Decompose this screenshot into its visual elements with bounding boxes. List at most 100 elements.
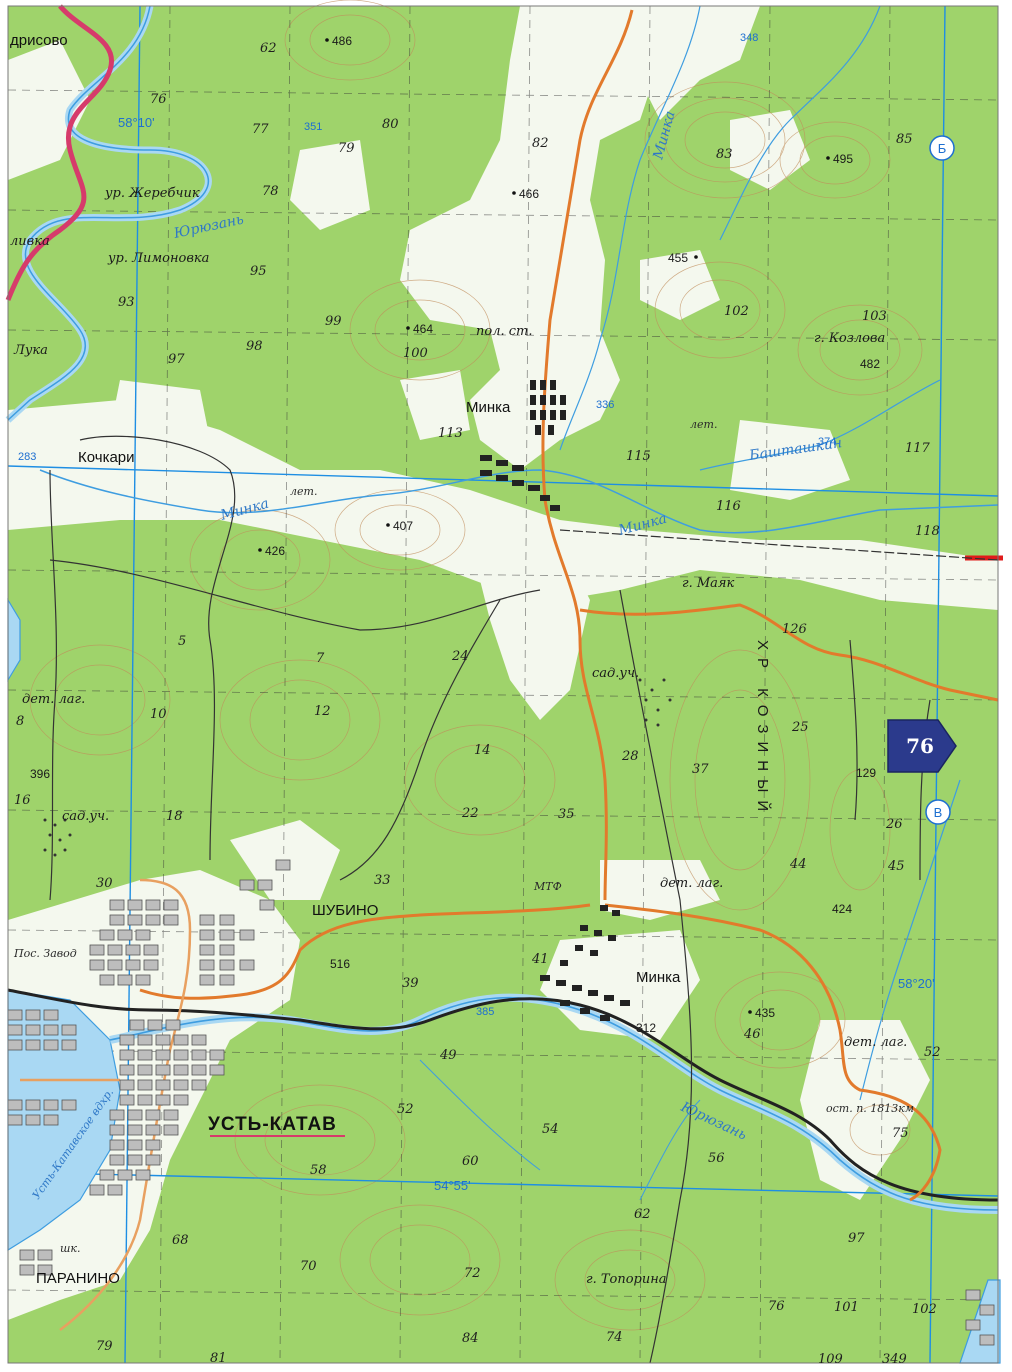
route-marker-b[interactable]: Б	[929, 135, 955, 161]
svg-text:97: 97	[168, 352, 185, 367]
svg-text:10: 10	[150, 707, 167, 722]
svg-text:14: 14	[474, 743, 491, 758]
svg-text:8: 8	[16, 714, 24, 729]
label-ust-katav: УСТЬ-КАТАВ	[208, 1114, 337, 1135]
svg-text:76: 76	[150, 92, 167, 107]
svg-text:54: 54	[542, 1122, 559, 1137]
svg-text:75: 75	[892, 1126, 909, 1141]
svg-text:68: 68	[172, 1233, 189, 1248]
svg-text:76: 76	[906, 734, 934, 758]
label-det-lag-3: дет. лаг.	[844, 1035, 907, 1050]
label-minka-south: Минка	[636, 969, 681, 986]
label-sad-uch-1: сад.уч.	[592, 666, 639, 681]
svg-text:435: 435	[755, 1006, 775, 1020]
svg-text:351: 351	[304, 121, 322, 133]
svg-text:62: 62	[634, 1207, 651, 1222]
svg-text:103: 103	[862, 309, 887, 324]
svg-text:116: 116	[716, 499, 741, 514]
svg-text:102: 102	[912, 1302, 937, 1317]
svg-text:424: 424	[832, 902, 852, 916]
label-post-zavod: Пос. Завод	[13, 947, 77, 960]
svg-text:93: 93	[118, 295, 135, 310]
label-toporina: г. Топорина	[586, 1272, 667, 1287]
svg-text:78: 78	[262, 184, 279, 199]
svg-text:В: В	[934, 805, 943, 820]
svg-text:28: 28	[621, 749, 639, 764]
svg-text:37: 37	[692, 762, 709, 777]
svg-text:35: 35	[558, 807, 575, 822]
svg-text:396: 396	[30, 767, 50, 781]
svg-text:76: 76	[768, 1299, 785, 1314]
svg-text:77: 77	[252, 122, 269, 137]
svg-text:12: 12	[314, 704, 331, 719]
svg-text:486: 486	[332, 34, 352, 48]
svg-text:58: 58	[310, 1163, 327, 1178]
svg-text:26: 26	[885, 817, 903, 832]
label-mtf: МТФ	[533, 880, 562, 893]
ust-katav-city	[7, 859, 995, 1346]
label-ridge: ХР КОЗИНЫЙ	[754, 640, 772, 819]
label-mayak: г. Маяк	[682, 576, 735, 591]
svg-text:464: 464	[413, 322, 433, 336]
administrative-border	[5, 4, 115, 301]
svg-text:455: 455	[668, 251, 688, 265]
svg-text:84: 84	[462, 1331, 479, 1346]
svg-text:97: 97	[848, 1231, 865, 1246]
svg-text:374: 374	[818, 436, 836, 448]
svg-text:33: 33	[374, 873, 391, 888]
svg-text:83: 83	[716, 147, 733, 162]
svg-text:25: 25	[791, 720, 809, 735]
svg-text:52: 52	[924, 1045, 941, 1060]
svg-text:58°10': 58°10'	[118, 115, 155, 130]
tracks	[49, 435, 999, 1364]
svg-text:426: 426	[265, 544, 285, 558]
svg-text:82: 82	[532, 136, 549, 151]
contour-lines	[29, 0, 923, 1331]
svg-text:113: 113	[438, 426, 463, 441]
svg-text:312: 312	[636, 1021, 656, 1035]
svg-text:516: 516	[330, 957, 350, 971]
svg-text:115: 115	[626, 449, 651, 464]
svg-text:80: 80	[382, 117, 399, 132]
svg-text:Б: Б	[938, 141, 947, 156]
svg-text:56: 56	[708, 1151, 725, 1166]
label-limonovka: ур. Лимоновка	[107, 251, 209, 266]
river-minka	[39, 469, 999, 534]
svg-text:22: 22	[461, 806, 479, 821]
svg-text:466: 466	[519, 187, 539, 201]
route-marker-v[interactable]: В	[925, 799, 951, 825]
svg-text:102: 102	[724, 304, 749, 319]
svg-text:5: 5	[178, 634, 186, 649]
label-shk: шк.	[60, 1242, 81, 1255]
svg-text:52: 52	[397, 1102, 414, 1117]
svg-text:283: 283	[18, 451, 36, 463]
label-det-lag-1: дет. лаг.	[22, 692, 85, 707]
svg-text:30: 30	[96, 876, 113, 891]
km-grid	[7, 5, 999, 1364]
svg-text:62: 62	[260, 41, 277, 56]
svg-text:98: 98	[246, 339, 263, 354]
label-livka: ливка	[10, 234, 50, 249]
elevation-labels: 486 466 464 455 495 482 407 426 396 435 …	[30, 34, 880, 1035]
svg-text:100: 100	[403, 346, 428, 361]
label-pol-st: пол. ст.	[476, 324, 532, 339]
svg-text:118: 118	[915, 524, 940, 539]
grid-number-labels: 62 76 77 78 79 80 82 83 85 95 93 97 98 9…	[14, 41, 941, 1367]
svg-text:54°55': 54°55'	[434, 1178, 471, 1193]
sheet-tag-76[interactable]: 76	[887, 719, 957, 773]
svg-text:336: 336	[596, 399, 614, 411]
svg-text:495: 495	[833, 152, 853, 166]
svg-text:101: 101	[834, 1300, 859, 1315]
svg-text:60: 60	[462, 1154, 479, 1169]
railway	[7, 988, 999, 1202]
svg-text:72: 72	[464, 1266, 481, 1281]
label-paranino: ПАРАНИНО	[36, 1270, 120, 1287]
svg-text:74: 74	[606, 1330, 623, 1345]
settlements	[480, 380, 630, 1021]
label-zherebchik: ур. Жеребчик	[104, 186, 200, 201]
label-sad-uch-2: сад.уч.	[62, 809, 109, 824]
svg-text:16: 16	[14, 793, 31, 808]
svg-text:81: 81	[210, 1351, 227, 1366]
